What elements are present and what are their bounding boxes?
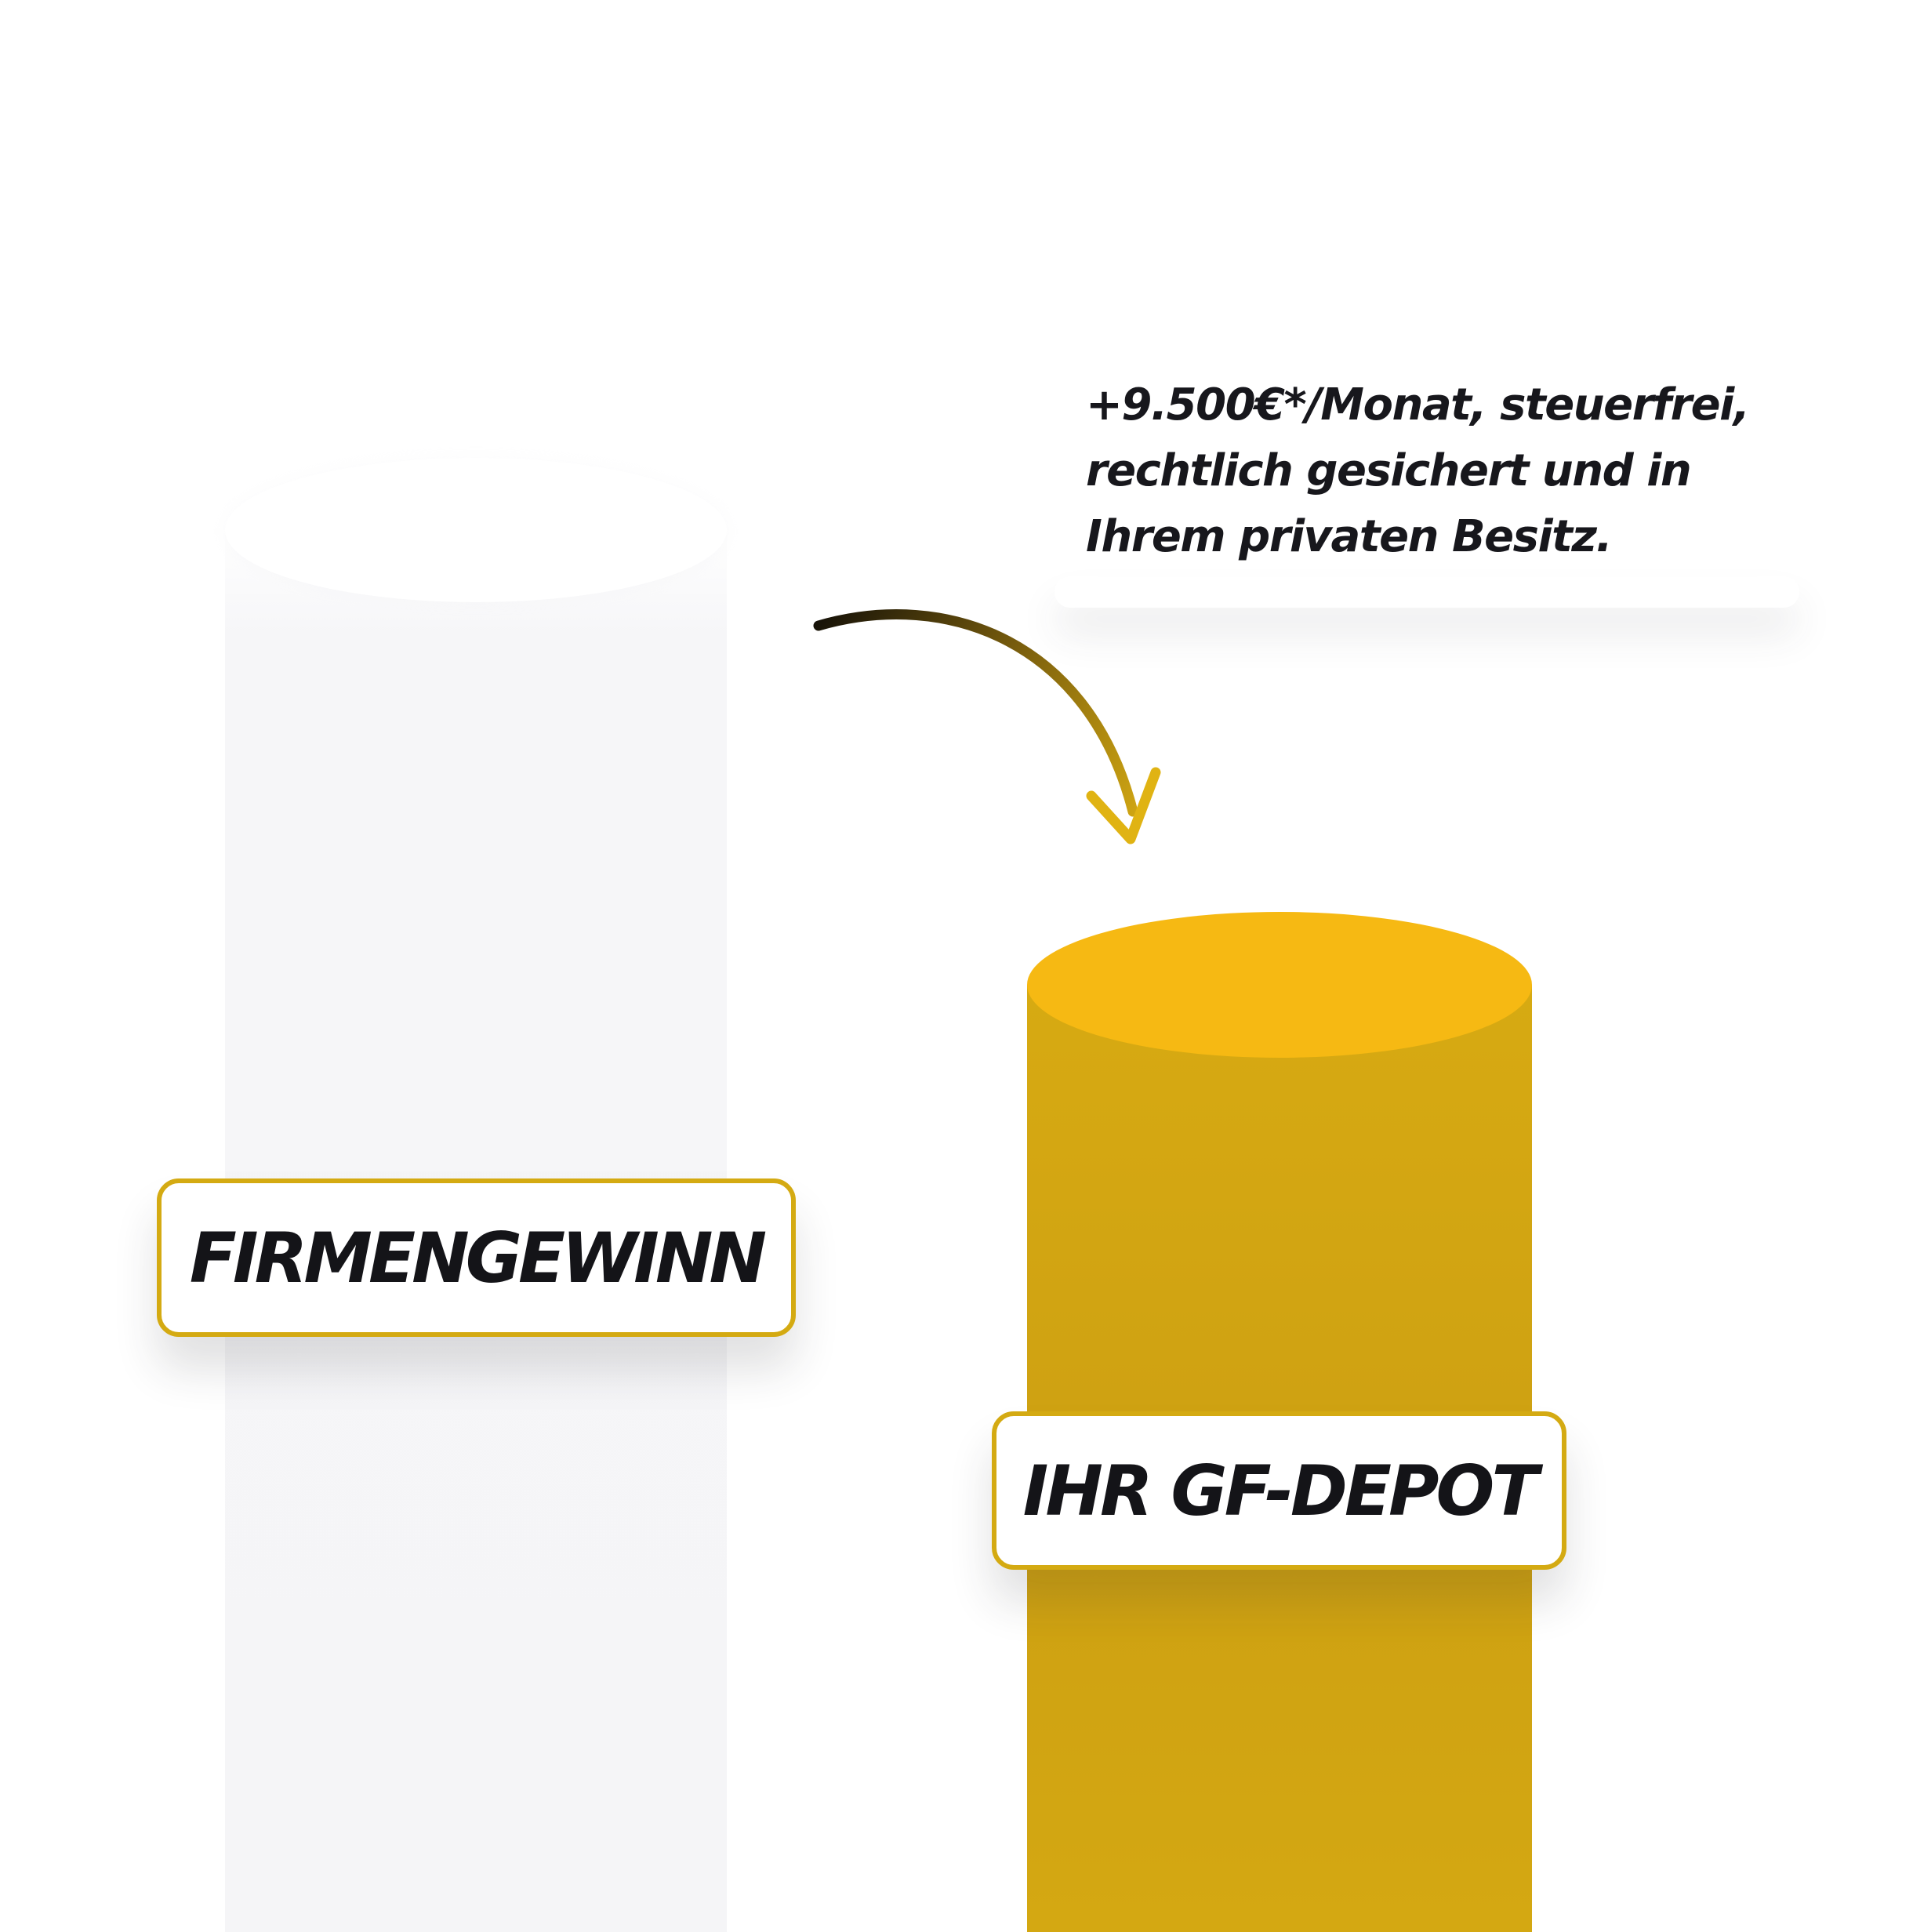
callout-line: Ihrem privaten Besitz. (1086, 511, 1613, 562)
label-gf-depot: IHR GF-DEPOT (992, 1411, 1566, 1570)
callout-line: +9.500€*/Monat, steuerfrei, (1086, 380, 1750, 430)
label-firmengewinn: FIRMENGEWINN (157, 1178, 796, 1337)
callout-line: rechtlich gesichert und in (1086, 445, 1692, 496)
callout-text: +9.500€*/Monat, steuerfrei, rechtlich ge… (1086, 372, 1854, 570)
callout-shadow (1055, 576, 1799, 608)
label-gf-depot-text: IHR GF-DEPOT (1022, 1450, 1539, 1531)
label-firmengewinn-text: FIRMENGEWINN (189, 1217, 767, 1298)
curved-arrow-icon (813, 609, 1161, 844)
